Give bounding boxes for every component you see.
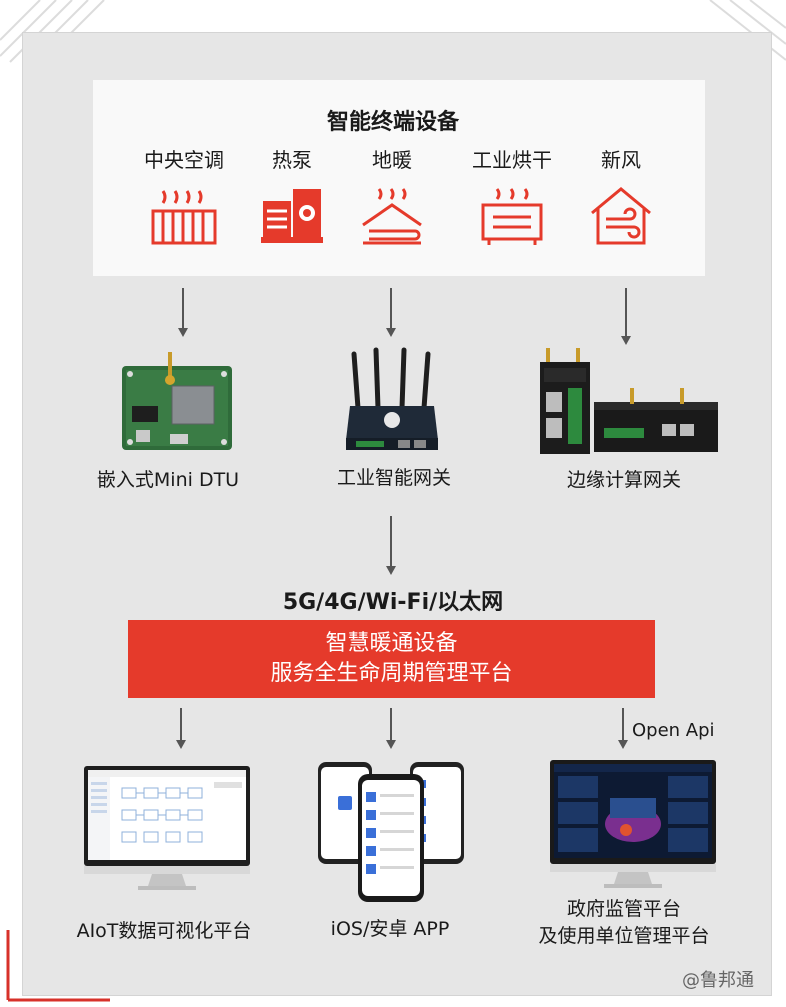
arrowhead [178,328,188,337]
arrow-to-gov [622,708,624,740]
arrow-to-aiot [180,708,182,740]
output-label-gov-line1: 政府监管平台 [566,898,681,920]
arrowhead [176,740,186,749]
terminal-devices-title: 智能终端设备 [326,110,459,135]
arrowhead [621,336,631,345]
arrowhead [386,328,396,337]
arrowhead [386,566,396,575]
arrow-to-network [390,516,392,566]
corner-decoration-top-right [709,0,786,61]
terminal-label-fresh-air: 新风 [601,148,641,172]
device-label-gateway: 工业智能网关 [336,467,451,489]
management-platform-box: 智慧暖通设备 服务全生命周期管理平台 [128,620,655,698]
fresh-air-icon [591,187,651,245]
arrow-to-gateway [390,288,392,328]
arrow-to-edge [625,288,627,336]
central-ac-icon [151,190,217,245]
platform-title-line1: 智慧暖通设备 [325,631,458,656]
arrow-to-dtu [182,288,184,328]
terminal-label-central-ac: 中央空调 [144,148,224,172]
output-label-gov-line2: 及使用单位管理平台 [538,925,710,947]
arrow-to-app [390,708,392,740]
output-label-gov: 政府监管平台 及使用单位管理平台 [504,896,744,950]
output-label-app: iOS/安卓 APP [330,918,450,940]
terminal-label-floor-heating: 地暖 [372,148,412,172]
government-monitor-image [550,760,716,888]
heat-pump-icon [261,189,323,243]
corner-decoration-bottom-left [6,930,110,1002]
mini-dtu-image [122,352,232,450]
mobile-app-image [318,762,464,902]
open-api-label: Open Api [632,720,715,741]
floor-heating-icon [362,188,422,245]
arrowhead [386,740,396,749]
platform-title-line2: 服务全生命周期管理平台 [270,661,513,686]
arrowhead [618,740,628,749]
industrial-drying-icon [481,188,543,245]
aiot-monitor-image [84,766,250,890]
watermark: @鲁邦通 [682,970,754,991]
output-label-aiot: AIoT数据可视化平台 [76,920,252,942]
edge-gateway-image [540,348,718,454]
terminal-label-industrial-drying: 工业烘干 [472,148,552,172]
device-label-dtu: 嵌入式Mini DTU [96,469,240,491]
network-label: 5G/4G/Wi-Fi/以太网 [282,590,504,615]
device-label-edge: 边缘计算网关 [566,469,681,491]
industrial-gateway-image [346,347,438,450]
terminal-label-heat-pump: 热泵 [272,148,312,172]
